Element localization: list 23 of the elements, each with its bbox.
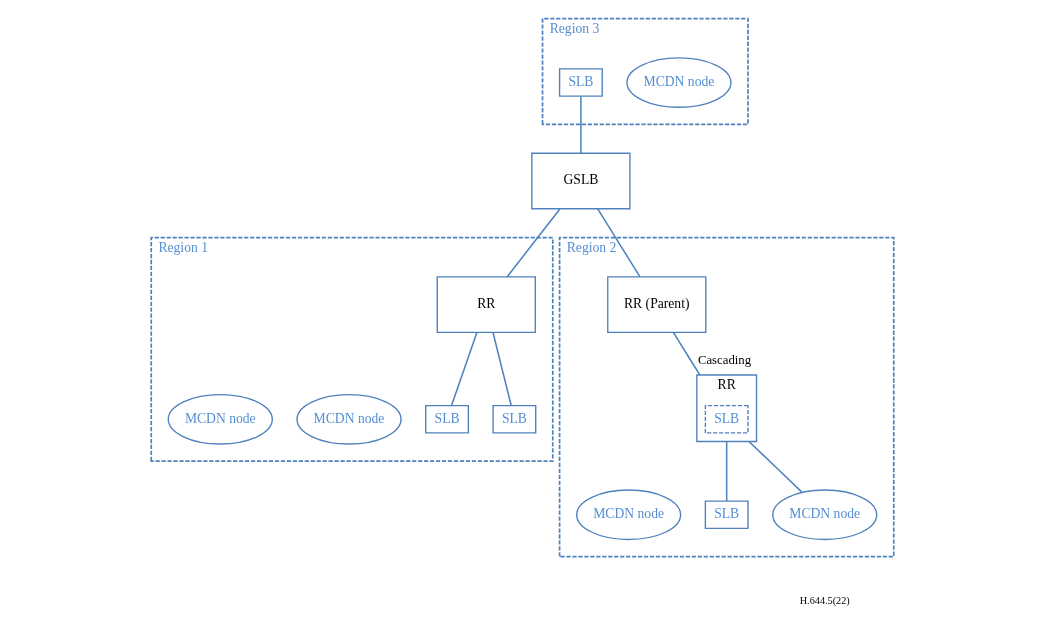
- connector: [450, 331, 478, 407]
- node-box: RR: [436, 276, 536, 333]
- node-ellipse: MCDN node: [296, 393, 402, 445]
- node-ellipse: MCDN node: [626, 57, 732, 108]
- edge-label: Cascading: [697, 352, 752, 367]
- connector: [596, 208, 641, 278]
- connector: [492, 331, 512, 407]
- node-ellipse: MCDN node: [772, 489, 878, 541]
- connector: [672, 331, 701, 376]
- connector: [506, 208, 561, 278]
- node-box: GSLB: [531, 152, 631, 210]
- node-ellipse: MCDN node: [167, 393, 273, 445]
- node-box: SLB: [704, 500, 749, 530]
- node-box: SLB: [704, 404, 749, 434]
- connector: [580, 95, 582, 154]
- node-box: SLB: [425, 404, 470, 434]
- connector: [748, 440, 803, 494]
- connector: [725, 440, 728, 502]
- node-ellipse: MCDN node: [575, 489, 682, 541]
- label: H.644.5(22): [799, 594, 850, 606]
- node-box: SLB: [492, 404, 537, 434]
- node-box: SLB: [558, 68, 603, 97]
- node-box: RR (Parent): [607, 276, 707, 333]
